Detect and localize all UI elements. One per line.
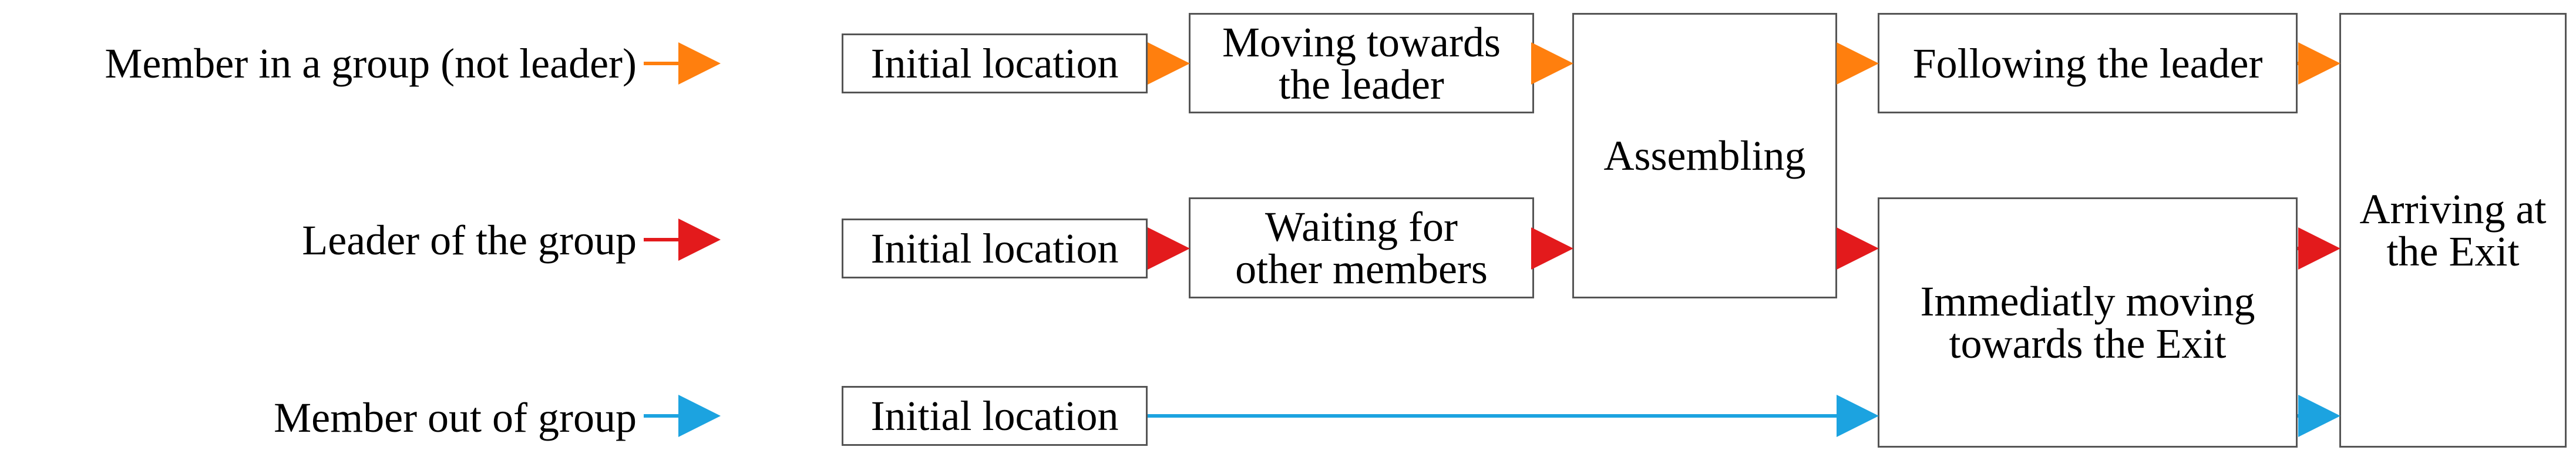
box-initial-location-2-text: Initial location (870, 225, 1119, 272)
label-member-in-group: Member in a group (not leader) (105, 40, 637, 87)
box-waiting-for-members-line-2: other members (1235, 246, 1488, 293)
box-initial-location-3-text: Initial location (870, 392, 1119, 439)
box-moving-towards-leader-line-2: the leader (1279, 61, 1444, 108)
box-arriving-exit-line-1: Arriving at (2359, 186, 2547, 233)
box-assembling: Assembling (1572, 13, 1837, 298)
box-waiting-for-members-line-1: Waiting for (1265, 203, 1458, 250)
label-member-out-of-group: Member out of group (274, 394, 637, 441)
box-following-leader: Following the leader (1878, 13, 2298, 113)
box-initial-location-1-text: Initial location (870, 40, 1119, 87)
box-immediately-moving-line-2: towards the Exit (1949, 320, 2227, 367)
box-moving-towards-leader-line-1: Moving towards (1222, 18, 1501, 66)
box-initial-location-2: Initial location (842, 219, 1148, 278)
box-initial-location-3: Initial location (842, 386, 1148, 446)
box-immediately-moving-line-1: Immediatly moving (1920, 278, 2255, 325)
box-arriving-exit: Arriving at the Exit (2339, 13, 2567, 448)
box-moving-towards-leader: Moving towards the leader (1189, 13, 1534, 113)
box-assembling-text: Assembling (1603, 132, 1806, 179)
label-leader: Leader of the group (302, 217, 637, 264)
box-following-leader-text: Following the leader (1912, 39, 2263, 87)
box-immediately-moving: Immediatly moving towards the Exit (1878, 197, 2298, 448)
box-arriving-exit-line-2: the Exit (2386, 228, 2520, 275)
box-initial-location-1: Initial location (842, 33, 1148, 93)
box-waiting-for-members: Waiting for other members (1189, 197, 1534, 298)
